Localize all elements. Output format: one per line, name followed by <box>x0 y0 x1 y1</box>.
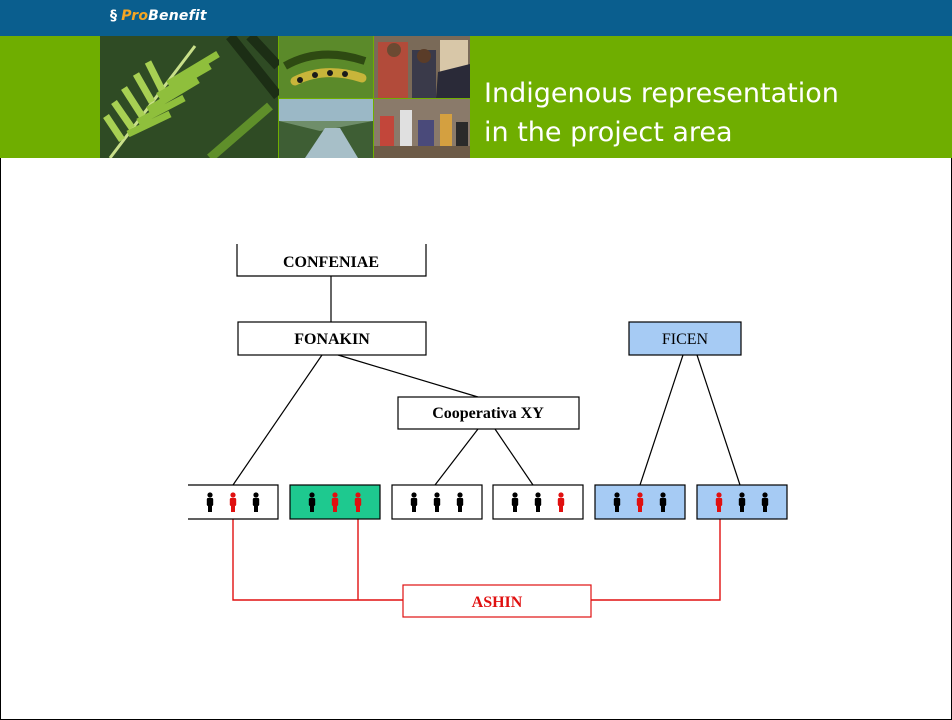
connector-cooperativa-group4 <box>494 428 534 486</box>
title-line-1: Indigenous representation <box>484 78 839 109</box>
person-icon <box>534 492 542 512</box>
person-icon <box>433 492 441 512</box>
person-icon <box>659 492 667 512</box>
fern-leaves-icon <box>103 36 282 158</box>
person-red-icon <box>354 492 362 512</box>
person-red-icon <box>229 492 237 512</box>
community-group-1 <box>187 484 279 520</box>
header-photo-collage <box>100 36 470 158</box>
node-cooperativa: Cooperativa XY <box>397 396 580 430</box>
connector-cooperativa-group3 <box>434 428 479 486</box>
node-ficen-label: FICEN <box>662 331 709 348</box>
node-confeniae-label: CONFENIAE <box>283 254 379 271</box>
connector-group1-ashin <box>232 519 403 601</box>
person-icon <box>761 492 769 512</box>
person-red-icon <box>636 492 644 512</box>
connector-fonakin-group1 <box>232 354 323 486</box>
community-group-6 <box>696 484 788 520</box>
person-icon <box>456 492 464 512</box>
slide-title: Indigenous representation in the project… <box>484 74 934 152</box>
connector-ficen-group5 <box>639 354 684 486</box>
logo-icon: § <box>110 8 118 24</box>
community-group-2 <box>289 484 381 520</box>
community-groups <box>187 484 788 520</box>
person-icon <box>308 492 316 512</box>
node-fonakin: FONAKIN <box>237 321 427 356</box>
probenefit-logo: §ProBenefit <box>110 8 207 24</box>
hierarchy-connectors <box>232 276 741 486</box>
person-icon <box>410 492 418 512</box>
caterpillar-photo <box>279 36 373 98</box>
person-icon <box>252 492 260 512</box>
node-fonakin-label: FONAKIN <box>294 331 370 348</box>
connector-fonakin-cooperativa <box>337 354 479 398</box>
node-confeniae: CONFENIAE <box>236 244 427 277</box>
ashin-connectors <box>232 519 721 601</box>
logo-suffix: Benefit <box>148 8 207 24</box>
connector-ficen-group6 <box>696 354 741 486</box>
node-ashin: ASHIN <box>402 584 592 618</box>
person-red-icon <box>557 492 565 512</box>
community-group-5 <box>594 484 686 520</box>
person-red-icon <box>715 492 723 512</box>
community-group-4 <box>492 484 584 520</box>
logo-prefix: Pro <box>121 8 149 24</box>
person-red-icon <box>331 492 339 512</box>
person-icon <box>738 492 746 512</box>
node-cooperativa-label: Cooperativa XY <box>432 405 544 422</box>
node-ashin-label: ASHIN <box>472 594 523 611</box>
connector-group6-ashin <box>591 519 721 601</box>
person-icon <box>511 492 519 512</box>
title-line-2: in the project area <box>484 117 733 148</box>
top-bar: §ProBenefit <box>0 0 952 36</box>
person-icon <box>206 492 214 512</box>
node-ficen: FICEN <box>628 321 742 356</box>
person-icon <box>613 492 621 512</box>
community-group-3 <box>391 484 483 520</box>
